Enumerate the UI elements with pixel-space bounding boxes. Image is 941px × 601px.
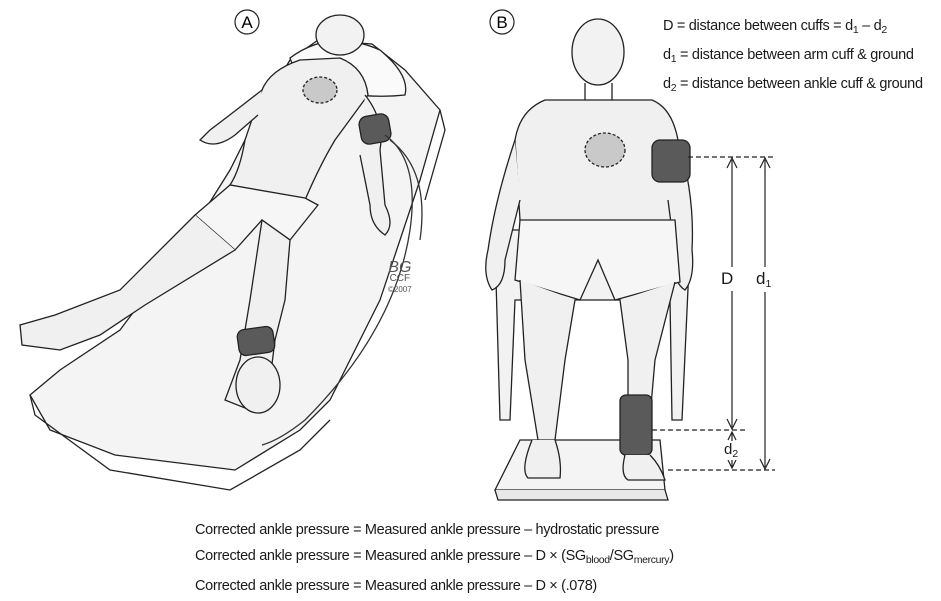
legend-line-d1: d1 = distance between arm cuff & ground <box>663 43 923 72</box>
d1-label: d1 <box>755 267 772 292</box>
svg-text:B: B <box>496 13 507 32</box>
patient-a-foot <box>236 357 280 413</box>
panel-a-figure <box>20 15 445 490</box>
arm-cuff-a <box>358 113 392 146</box>
patient-b-leg-left <box>520 280 575 440</box>
D-label: D <box>720 267 734 291</box>
patient-b-head <box>572 19 624 85</box>
ankle-cuff-a <box>236 326 275 357</box>
svg-text:A: A <box>241 13 253 32</box>
ankle-cuff-b <box>620 395 652 455</box>
exam-table <box>30 40 440 470</box>
equation-2: Corrected ankle pressure = Measured ankl… <box>195 543 674 573</box>
d2-label: d2 <box>723 441 739 460</box>
artist-signature: BG CCF ©2007 <box>388 262 412 295</box>
equations: Corrected ankle pressure = Measured ankl… <box>195 517 674 599</box>
patient-b-foot-left <box>525 440 561 478</box>
panel-b-figure <box>486 19 693 500</box>
arm-cuff-b <box>652 140 690 182</box>
heart-b <box>585 133 625 167</box>
equation-1: Corrected ankle pressure = Measured ankl… <box>195 517 674 543</box>
panel-a-label: A <box>235 10 259 34</box>
legend-line-D: D = distance between cuffs = d1 – d2 <box>663 14 923 43</box>
patient-a-head <box>316 15 364 55</box>
variable-legend: D = distance between cuffs = d1 – d2 d1 … <box>663 14 923 101</box>
heart-a <box>303 77 337 103</box>
legend-line-d2: d2 = distance between ankle cuff & groun… <box>663 72 923 101</box>
equation-3: Corrected ankle pressure = Measured ankl… <box>195 573 674 599</box>
panel-b-label: B <box>490 10 514 34</box>
